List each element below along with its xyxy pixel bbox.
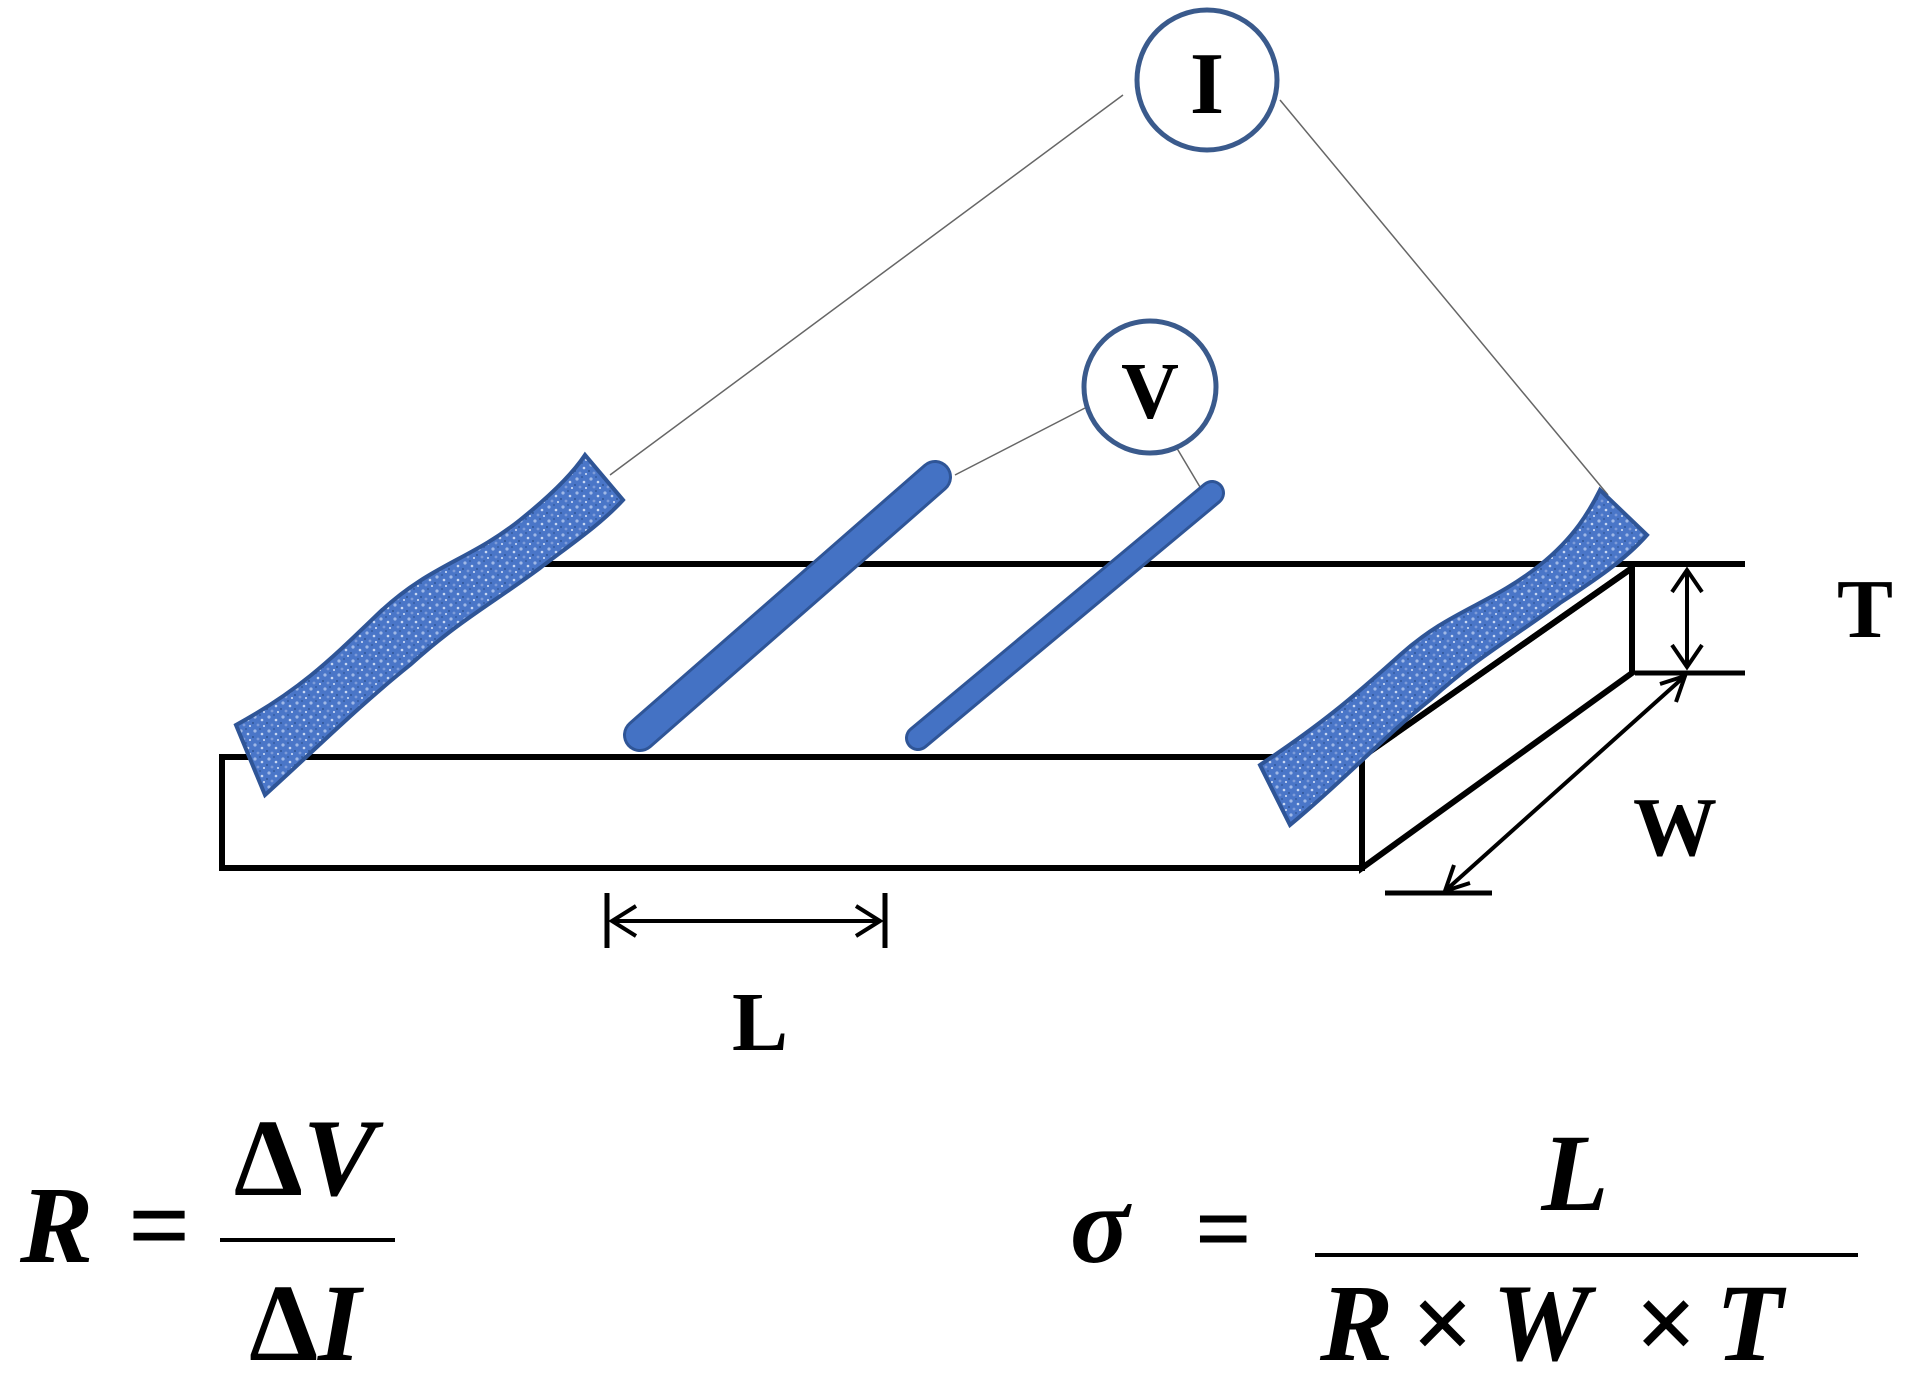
- resistance-formula: R = ΔV ΔI: [19, 1097, 395, 1381]
- thickness-arrowhead-top: [1670, 566, 1704, 594]
- conductivity-lhs: σ: [1070, 1164, 1132, 1286]
- resistance-numerator: ΔV: [234, 1097, 384, 1219]
- resistance-denominator: ΔI: [249, 1262, 364, 1381]
- thickness-arrowhead-bottom: [1670, 643, 1704, 671]
- voltage-probe-right: [908, 483, 1222, 748]
- conductivity-times-1: ×: [1411, 1262, 1474, 1381]
- conductivity-denominator-w: W: [1492, 1262, 1597, 1381]
- resistance-lhs: R: [19, 1164, 93, 1286]
- current-meter-label: I: [1190, 36, 1224, 133]
- length-label: L: [732, 976, 788, 1069]
- conductivity-numerator: L: [1540, 1112, 1608, 1234]
- width-arrow-line: [1443, 674, 1687, 893]
- conductivity-denominator-t: T: [1716, 1262, 1787, 1381]
- current-wire-left: [609, 94, 1124, 476]
- current-meter-ring: [1134, 7, 1280, 153]
- length-dimension: L: [604, 893, 888, 1069]
- conductivity-times-2: ×: [1635, 1262, 1698, 1381]
- resistance-equals: =: [128, 1164, 191, 1286]
- resistance-numerator-delta: Δ: [234, 1097, 303, 1219]
- current-electrode-left: [233, 451, 626, 799]
- wires: [609, 94, 1609, 496]
- current-wire-right: [1279, 99, 1609, 496]
- width-arrowhead-bottom: [1441, 864, 1471, 895]
- voltage-meter: V: [1081, 318, 1219, 456]
- conductivity-equals: =: [1195, 1173, 1252, 1284]
- resistance-denominator-delta: Δ: [249, 1262, 318, 1381]
- length-arrowhead-left: [608, 904, 638, 938]
- thickness-label: T: [1837, 563, 1893, 656]
- block-top-right-edge: [1360, 565, 1634, 760]
- length-arrowhead-right: [854, 904, 884, 938]
- voltage-wire-left: [954, 407, 1086, 476]
- voltage-wire-right: [1174, 444, 1201, 488]
- conductivity-denominator: R×W×T: [1319, 1262, 1787, 1381]
- voltage-probe-left: [626, 463, 949, 749]
- width-dimension: W: [1385, 672, 1717, 896]
- conductivity-denominator-r: R: [1319, 1262, 1393, 1381]
- resistance-denominator-var: I: [316, 1262, 364, 1381]
- current-electrode-right: [1257, 486, 1650, 829]
- thickness-dimension: T: [1635, 561, 1893, 676]
- voltage-probes: [623, 460, 1225, 752]
- block-front-face: [219, 754, 1365, 871]
- width-arrowhead-top: [1659, 672, 1689, 703]
- voltage-meter-label: V: [1121, 348, 1179, 436]
- current-electrodes: [233, 451, 1650, 829]
- voltage-meter-ring: [1081, 318, 1219, 456]
- current-meter: I: [1134, 7, 1280, 153]
- width-label: W: [1633, 781, 1717, 874]
- resistance-numerator-var: V: [303, 1097, 384, 1219]
- conductivity-formula: σ = L R×W×T: [1070, 1112, 1858, 1381]
